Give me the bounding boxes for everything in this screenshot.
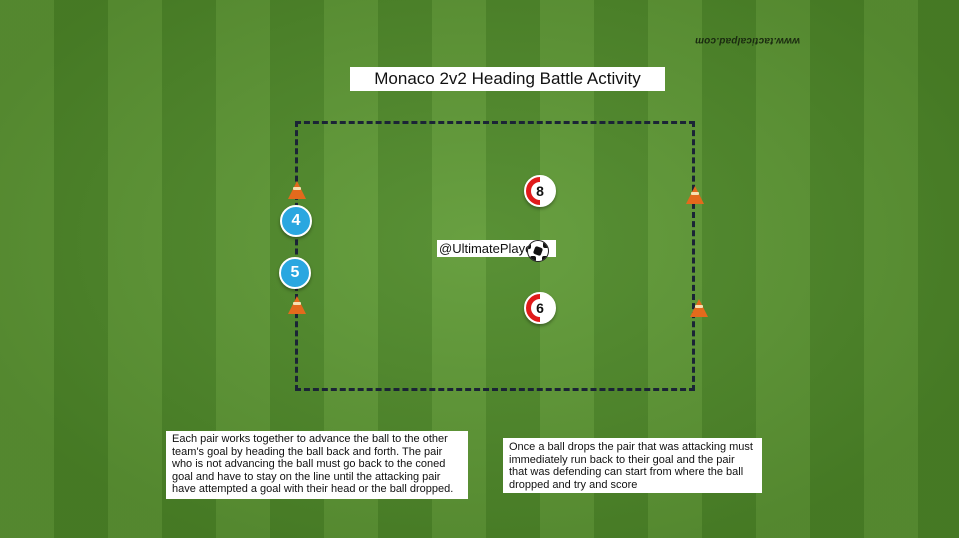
playing-area-boundary [295, 121, 695, 391]
cone-right-bottom [690, 299, 708, 317]
player-red-6[interactable]: 6 [524, 292, 556, 324]
instructions-note-left: Each pair works together to advance the … [166, 431, 468, 499]
diagram-title: Monaco 2v2 Heading Battle Activity [350, 67, 665, 91]
watermark: www.tacticalpad.com [694, 35, 800, 46]
cone-left-bottom [288, 296, 306, 314]
player-blue-5[interactable]: 5 [279, 257, 311, 289]
soccer-ball-icon[interactable] [527, 240, 549, 262]
social-handle-label: @UltimatePlayerQ [437, 240, 556, 257]
player-number: 8 [531, 182, 549, 200]
cone-left-top [288, 181, 306, 199]
player-red-8[interactable]: 8 [524, 175, 556, 207]
player-blue-4[interactable]: 4 [280, 205, 312, 237]
instructions-note-right: Once a ball drops the pair that was atta… [503, 438, 762, 493]
cone-right-top [686, 186, 704, 204]
player-number: 6 [531, 299, 549, 317]
